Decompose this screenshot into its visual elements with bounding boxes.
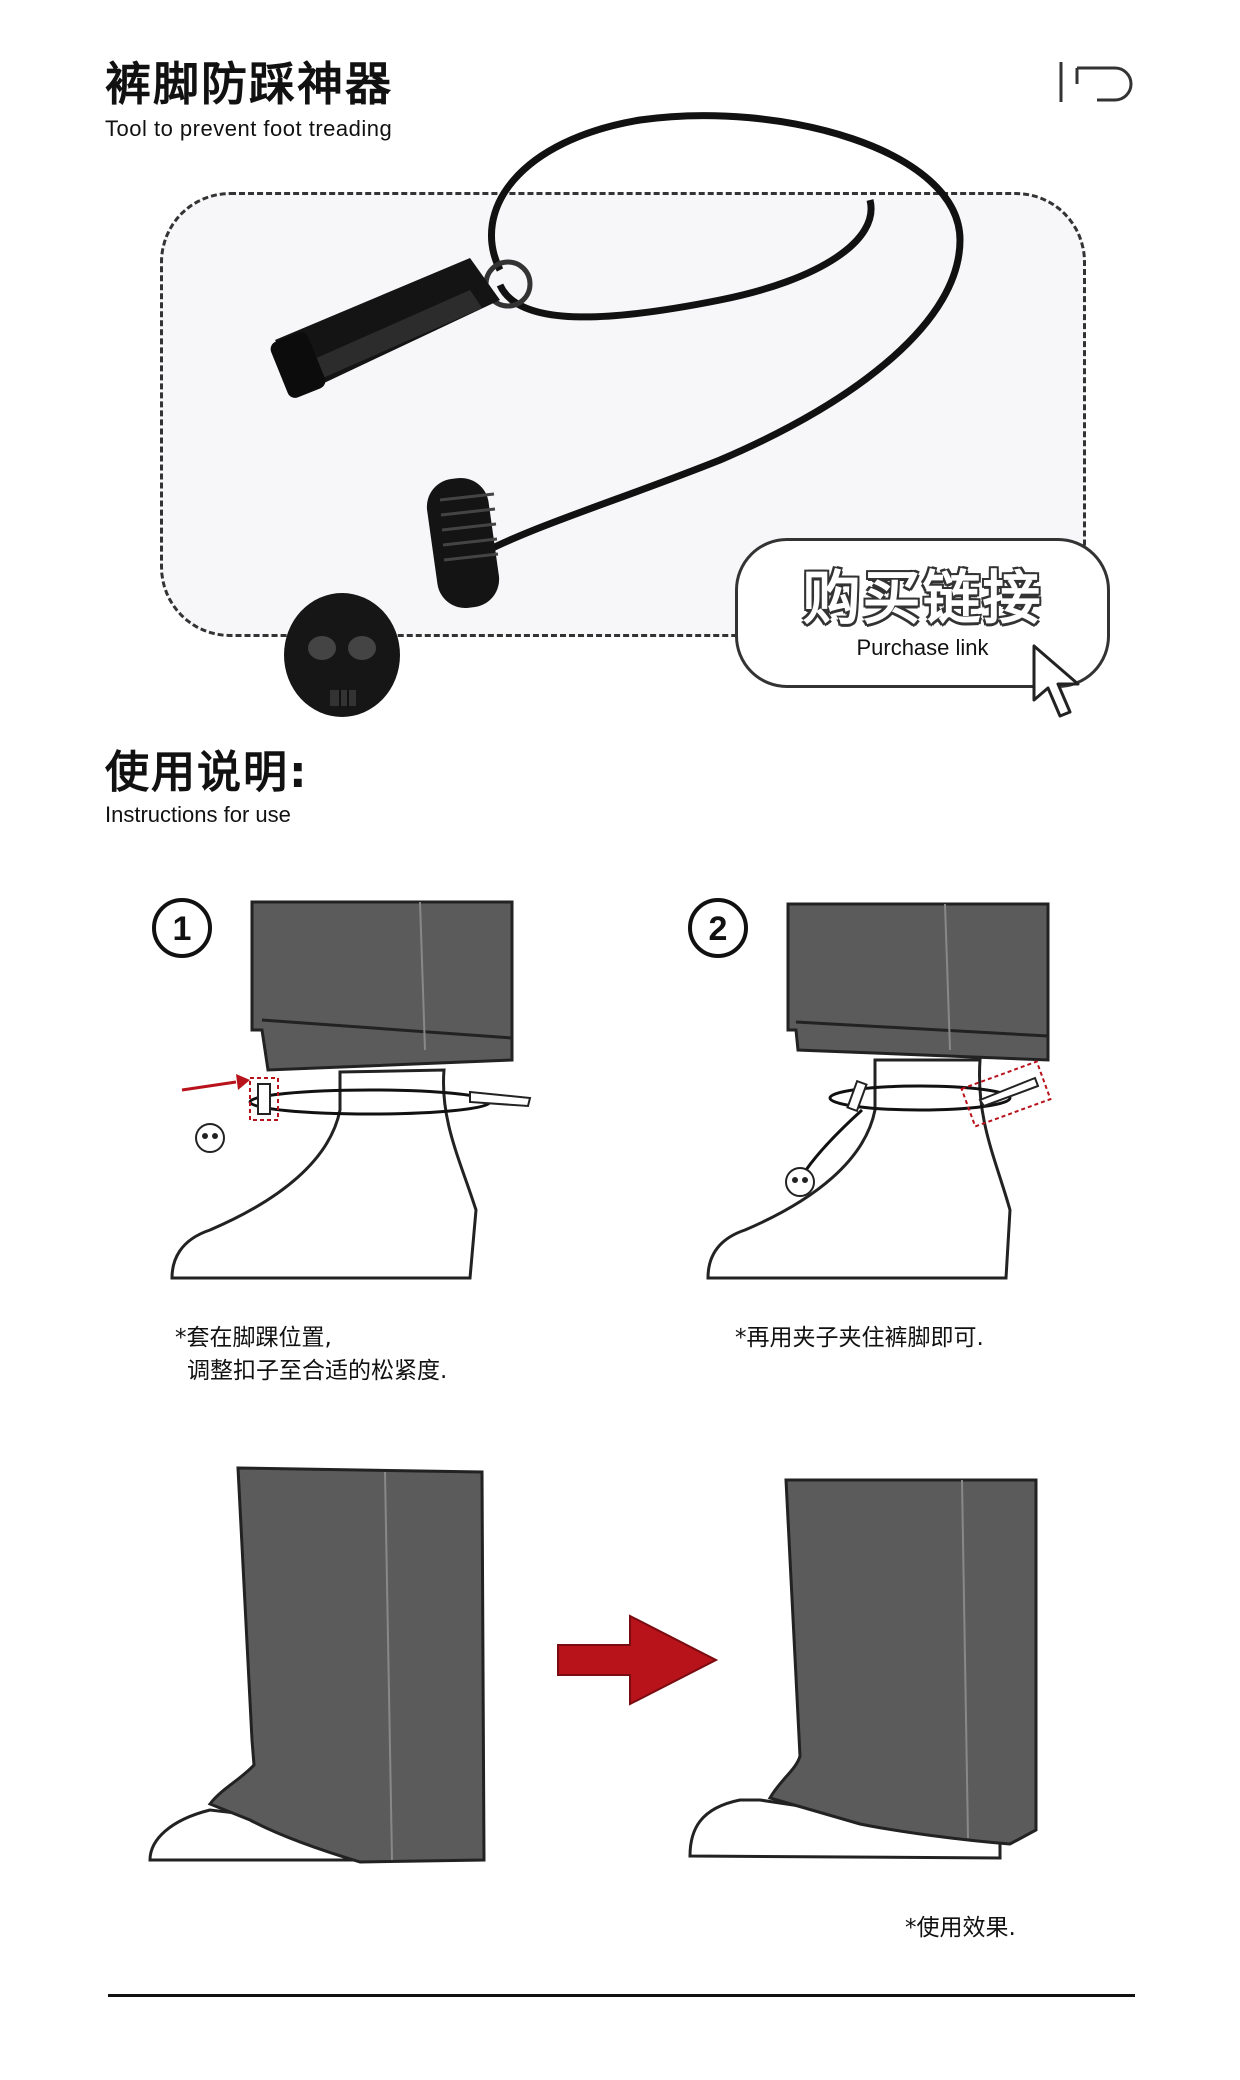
step-2-number-circle (688, 898, 748, 958)
step-1-figure: 1 (152, 898, 532, 1280)
skull-bead-icon (785, 1167, 815, 1197)
arrow-right-icon (181, 1074, 250, 1092)
cord-lock-icon (426, 477, 500, 609)
page-subtitle: Tool to prevent foot treading (105, 116, 393, 141)
header: 裤脚防踩神器 Tool to prevent foot treading (105, 58, 393, 142)
cord (468, 112, 964, 564)
brand-logo-icon (1059, 62, 1133, 102)
step-1-number-circle (152, 898, 212, 958)
step-1-number: 1 (173, 910, 192, 948)
skull-bead-icon (284, 593, 400, 717)
before-figure (148, 1466, 486, 1864)
step-1-caption: *套在脚踝位置, 调整扣子至合适的松紧度. (175, 1325, 448, 1384)
effect-illustration (148, 1466, 1038, 1864)
instructions-title: 使用说明: (105, 747, 309, 798)
instructions-heading: 使用说明: Instructions for use (105, 748, 309, 828)
steps-illustration: 1 2 (152, 898, 1052, 1280)
step-2-figure: 2 (688, 898, 1052, 1280)
instructions-subtitle: Instructions for use (105, 802, 291, 827)
arrow-right-icon (557, 1614, 719, 1706)
purchase-link-button[interactable]: 购买链接 Purchase link (735, 538, 1110, 688)
step-2-caption: *再用夹子夹住裤脚即可. (735, 1325, 984, 1351)
step-2-number: 2 (709, 910, 728, 948)
clip-icon (270, 258, 500, 398)
purchase-label-cn: 购买链接 (802, 564, 1043, 632)
after-figure (688, 1478, 1038, 1860)
skull-bead-icon (195, 1123, 225, 1153)
effect-caption: *使用效果. (905, 1915, 1016, 1941)
cursor-arrow-icon (1032, 644, 1080, 718)
purchase-label-en: Purchase link (856, 635, 989, 660)
page-title: 裤脚防踩神器 (105, 57, 393, 111)
bottom-divider (108, 1994, 1135, 1997)
product-illustration (270, 112, 964, 717)
